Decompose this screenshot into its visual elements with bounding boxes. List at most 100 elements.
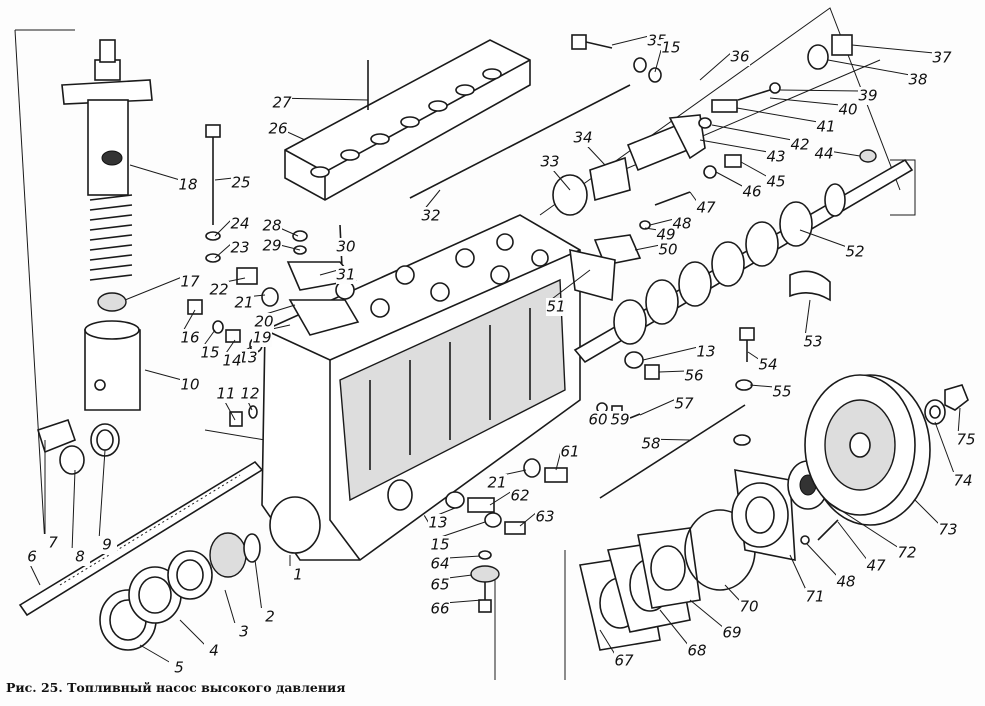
part-label-59: 59: [610, 411, 629, 429]
leader-line-57: [639, 398, 677, 416]
part-label-15: 15: [661, 39, 680, 57]
housing-bores: [335, 233, 549, 318]
label-backdrop: [803, 333, 823, 351]
leader-line-17: [124, 276, 183, 301]
label-backdrop: [178, 176, 198, 194]
label-backdrop: [231, 174, 251, 192]
part-label-70: 70: [739, 598, 758, 616]
label-backdrop: [209, 281, 229, 299]
leader-line-35: [611, 35, 650, 46]
leader-line-50: [634, 244, 661, 251]
label-backdrop: [672, 215, 692, 233]
leader-line-10: [144, 369, 183, 381]
leader-line-62: [489, 490, 513, 506]
label-backdrop: [932, 49, 952, 67]
label-backdrop: [22, 548, 42, 566]
label-backdrop: [674, 395, 694, 413]
label-backdrop: [897, 544, 917, 562]
part-label-10: 10: [180, 376, 199, 394]
label-backdrop: [487, 474, 507, 492]
fuel-pipe: [409, 34, 662, 199]
label-backdrop: [510, 487, 530, 505]
part-label-2: 2: [265, 608, 275, 626]
label-backdrop: [288, 566, 308, 584]
label-backdrop: [254, 313, 274, 331]
leader-line-24: [214, 218, 233, 237]
leader-line-13: [642, 346, 699, 361]
label-backdrop: [540, 153, 560, 171]
part-label-53: 53: [803, 333, 822, 351]
label-backdrop: [97, 536, 117, 554]
leader-line-4: [179, 619, 207, 647]
leader-line-55: [749, 384, 775, 388]
label-backdrop: [560, 443, 580, 461]
label-backdrop: [268, 120, 288, 138]
plunger-assembly: [36, 39, 153, 475]
label-backdrop: [836, 573, 856, 591]
part-label-44: 44: [814, 145, 833, 163]
label-backdrop: [908, 71, 928, 89]
part-label-63: 63: [535, 508, 554, 526]
label-backdrop: [684, 367, 704, 385]
label-backdrop: [262, 237, 282, 255]
leader-line-70: [724, 584, 742, 603]
part-label-23: 23: [230, 239, 249, 257]
part-label-54: 54: [758, 356, 777, 374]
small-parts: [445, 327, 755, 613]
part-label-5: 5: [174, 659, 184, 677]
valve-parts: [552, 34, 877, 302]
label-backdrop: [742, 183, 762, 201]
leader-line-75: [957, 407, 961, 436]
part-label-28: 28: [262, 217, 281, 235]
label-backdrop: [730, 48, 750, 66]
leader-line-39: [779, 89, 861, 92]
leader-line-63: [519, 511, 538, 527]
leader-line-18: [129, 164, 181, 181]
part-label-15: 15: [430, 536, 449, 554]
label-backdrop: [588, 411, 608, 429]
part-label-19: 19: [252, 329, 271, 347]
part-label-49: 49: [656, 226, 675, 244]
leader-line-51: [547, 269, 591, 303]
leader-line-23: [214, 242, 233, 259]
part-label-36: 36: [730, 48, 749, 66]
leader-line-3: [224, 589, 237, 628]
part-label-22: 22: [209, 281, 228, 299]
label-backdrop: [260, 608, 280, 626]
part-label-42: 42: [790, 136, 809, 154]
label-backdrop: [739, 598, 759, 616]
leader-line-8: [71, 469, 76, 553]
part-label-16: 16: [180, 329, 199, 347]
part-label-25: 25: [231, 174, 250, 192]
leader-line-37: [851, 44, 935, 54]
part-label-26: 26: [268, 120, 287, 138]
part-label-51: 51: [546, 298, 565, 316]
leader-line-48: [649, 218, 675, 226]
label-backdrop: [180, 273, 200, 291]
label-backdrop: [428, 514, 448, 532]
label-backdrop: [766, 173, 786, 191]
label-backdrop: [772, 383, 792, 401]
leader-line-47: [837, 521, 869, 562]
label-backdrop: [421, 207, 441, 225]
part-label-58: 58: [641, 435, 660, 453]
part-label-61: 61: [560, 443, 579, 461]
part-label-29: 29: [262, 237, 281, 255]
part-label-31: 31: [336, 266, 355, 284]
label-backdrop: [336, 238, 356, 256]
label-backdrop: [641, 435, 661, 453]
label-backdrop: [238, 349, 258, 367]
label-backdrop: [938, 521, 958, 539]
label-backdrop: [430, 576, 450, 594]
label-backdrop: [687, 642, 707, 660]
part-label-74: 74: [953, 472, 972, 490]
part-label-64: 64: [430, 555, 449, 573]
label-backdrop: [430, 536, 450, 554]
part-label-3: 3: [239, 623, 249, 641]
leader-line-67: [599, 629, 617, 657]
part-label-46: 46: [742, 183, 761, 201]
label-backdrop: [696, 199, 716, 217]
label-backdrop: [234, 623, 254, 641]
part-label-75: 75: [956, 431, 975, 449]
part-label-24: 24: [230, 215, 249, 233]
